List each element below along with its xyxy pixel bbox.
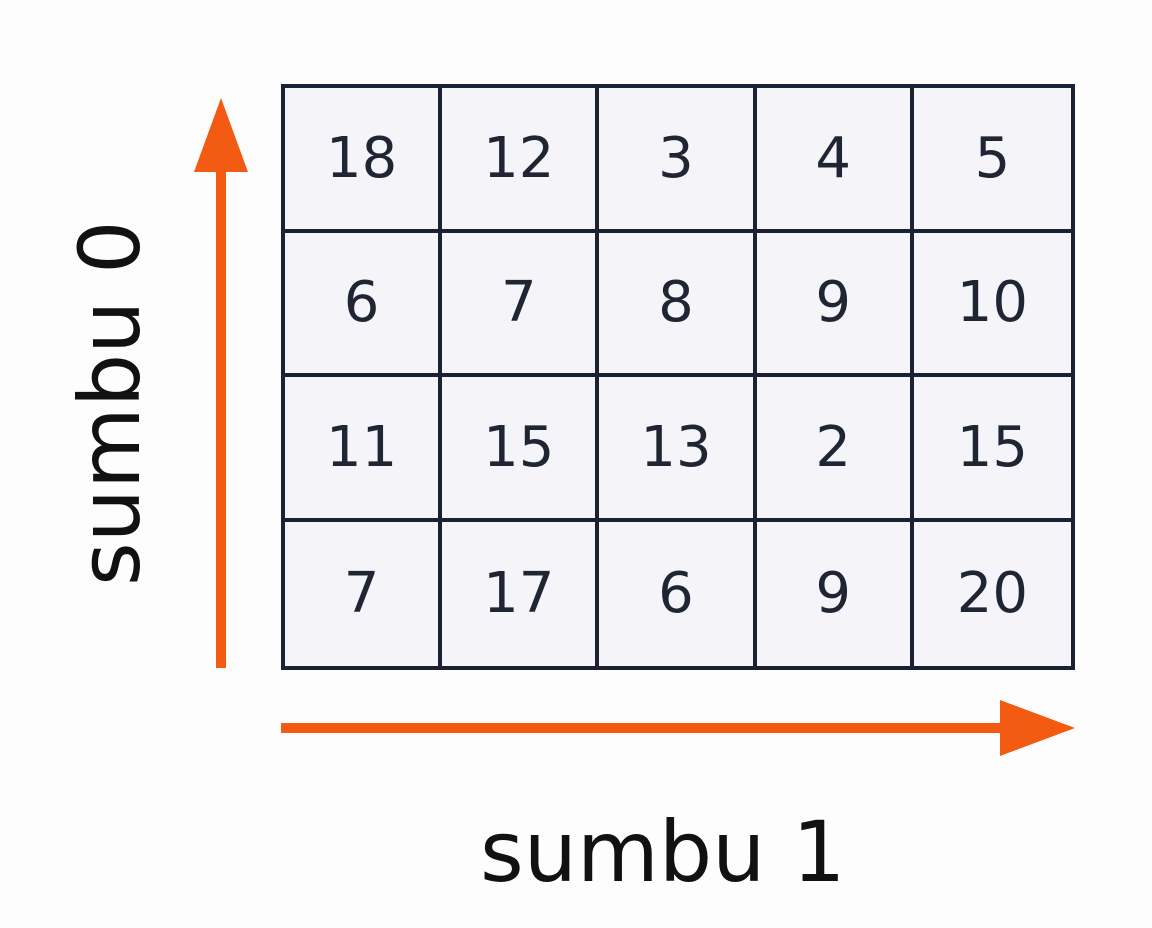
matrix-cell-r3-c4: 20: [913, 521, 1071, 666]
axis-0-label: sumbu 0: [61, 220, 159, 586]
axis-0-arrowhead: [194, 98, 248, 172]
matrix-cell-r2-c3: 2: [756, 377, 914, 522]
matrix-cell-r1-c3: 9: [756, 232, 914, 377]
matrix-cell-r3-c2: 6: [599, 521, 757, 666]
matrix-cell-r2-c0: 11: [285, 377, 443, 522]
matrix-cell-r2-c1: 15: [442, 377, 600, 522]
matrix-cell-r0-c1: 12: [442, 88, 600, 233]
matrix-cell-r0-c3: 4: [756, 88, 914, 233]
matrix-cell-r1-c1: 7: [442, 232, 600, 377]
matrix-cell-r3-c3: 9: [756, 521, 914, 666]
axis-1-label: sumbu 1: [480, 803, 846, 901]
matrix-cell-r1-c0: 6: [285, 232, 443, 377]
matrix-cell-r2-c4: 15: [913, 377, 1071, 522]
matrix-cell-r3-c0: 7: [285, 521, 443, 666]
matrix-cell-r1-c4: 10: [913, 232, 1071, 377]
axis-1-arrowhead: [1000, 700, 1075, 756]
matrix-cell-r2-c2: 13: [599, 377, 757, 522]
matrix-cell-r0-c0: 18: [285, 88, 443, 233]
matrix-cell-r0-c2: 3: [599, 88, 757, 233]
matrix-grid: 18 12 3 4 5 6 7 8 9 10 11 15 13 2 15 7 1…: [281, 84, 1075, 670]
matrix-cell-r1-c2: 8: [599, 232, 757, 377]
matrix-cell-r0-c4: 5: [913, 88, 1071, 233]
matrix-cell-r3-c1: 17: [442, 521, 600, 666]
